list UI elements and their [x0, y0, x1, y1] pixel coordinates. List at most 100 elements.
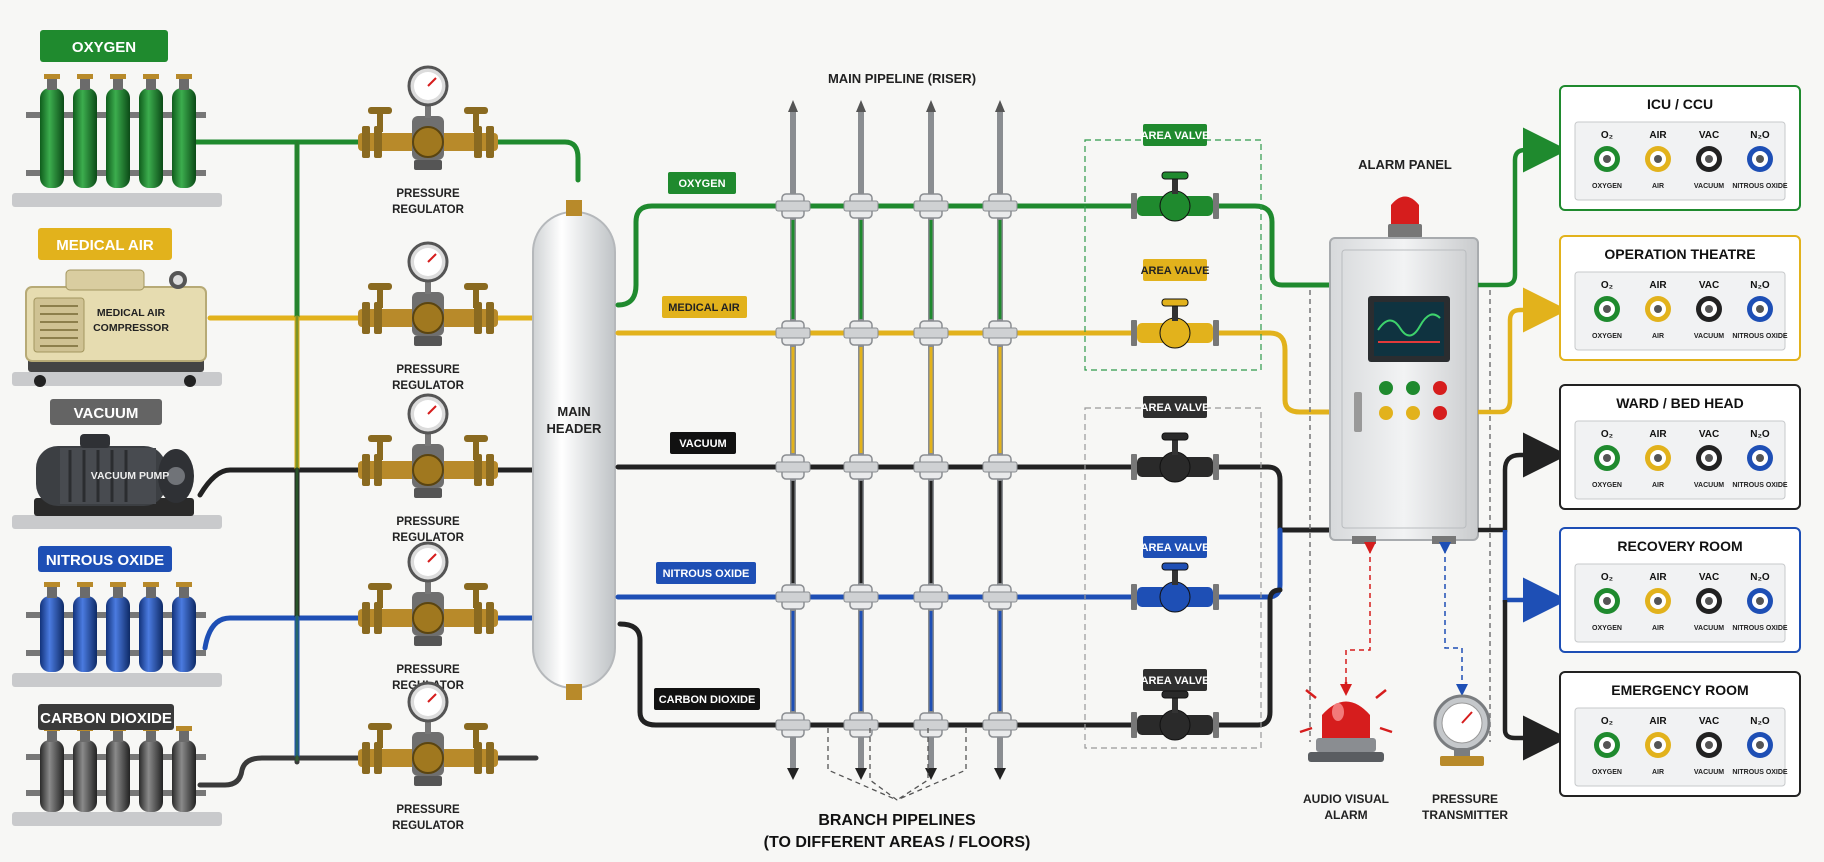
riser-coupling [982, 719, 1018, 731]
oxygen-cylinder-bank [12, 74, 222, 207]
gas-cylinder [73, 596, 97, 672]
gas-cylinder [40, 88, 64, 188]
clinical-area-box: EMERGENCY ROOMO₂OXYGENAIRAIRVACVACUUMN₂O… [1559, 671, 1801, 797]
riser-bottom-arrow-icon [787, 768, 799, 780]
gauge-needle [427, 553, 437, 563]
outlet-header: AIR [1649, 130, 1667, 141]
regulator-flange [474, 126, 482, 158]
valve-handle [464, 435, 488, 442]
area-valve: AREA VALVE [1131, 536, 1219, 613]
valve-stem [377, 112, 383, 132]
riser-coupling [843, 591, 879, 603]
cylinder-cap [77, 582, 93, 587]
clinical-areas: ICU / CCUO₂OXYGENAIRAIRVACVACUUMN₂ONITRO… [1559, 85, 1801, 797]
cylinder-valve [113, 730, 123, 742]
pressure-transmitter-label-line1: PRESSURE [1432, 792, 1498, 806]
cylinder-valve [146, 78, 156, 90]
cylinder-cap [143, 582, 159, 587]
gas-cylinder [106, 740, 130, 812]
gas-outlet-port [1756, 597, 1764, 605]
regulator-flange [362, 302, 370, 334]
outlet-header: O₂ [1601, 716, 1613, 727]
gas-outlet-port [1654, 454, 1662, 462]
outlet-header: O₂ [1601, 280, 1613, 291]
audio-visual-alarm-label-line2: ALARM [1324, 808, 1367, 822]
area-valve-handle [1161, 298, 1189, 307]
gas-cylinder [172, 740, 196, 812]
outlet-label: AIR [1652, 183, 1664, 190]
regulator-flange [374, 302, 382, 334]
source-label-medical-air: MEDICAL AIR [56, 237, 154, 254]
source-tag-carbon-dioxide [38, 704, 174, 730]
cylinder-cap [143, 74, 159, 79]
cylinder-valve [47, 730, 57, 742]
outlet-header: N₂O [1750, 716, 1770, 727]
vacuum-pump-label: VACUUM PUMP [91, 470, 170, 482]
branch-title-line1: BRANCH PIPELINES [818, 812, 976, 829]
cylinder-cap [110, 582, 126, 587]
vacuum-supply-pipe [197, 467, 539, 498]
regulator-flange [486, 602, 494, 634]
cylinder-cap [44, 74, 60, 79]
regulator-flange [374, 602, 382, 634]
cylinder-valve [47, 586, 57, 598]
cylinder-cap [176, 74, 192, 79]
alarm-panel-title: ALARM PANEL [1358, 157, 1452, 172]
area-feed-pipes [1478, 127, 1568, 761]
riser-coupling [775, 461, 811, 473]
gas-cylinder [139, 740, 163, 812]
area-valve-flange [1213, 193, 1219, 219]
valve-handle [464, 583, 488, 590]
area-valve-tag [1143, 396, 1207, 418]
regulator-flange [486, 302, 494, 334]
regulator-label-line1: PRESSURE [396, 364, 460, 376]
gauge-stem [425, 426, 431, 446]
outlet-panel [1574, 707, 1786, 787]
valve-handle [368, 723, 392, 730]
gas-outlet-port [1603, 454, 1611, 462]
area-valve-handle [1161, 690, 1189, 699]
audio-visual-alarm: AUDIO VISUAL ALARM [1299, 682, 1393, 822]
riser-coupling [843, 327, 879, 339]
area-valve: AREA VALVE [1131, 124, 1219, 222]
outlet-header: N₂O [1750, 280, 1770, 291]
outlet-header: VAC [1699, 429, 1719, 440]
riser-coupling [982, 591, 1018, 603]
source-label-vacuum: VACUUM [74, 405, 139, 422]
outlet-label: NITROUS OXIDE [1732, 769, 1788, 776]
source-labels: OXYGEN MEDICAL AIR VACUUM NITROUS OXIDE … [38, 30, 174, 730]
area-name: WARD / BED HEAD [1616, 395, 1744, 411]
cylinder-valve [80, 78, 90, 90]
cylinder-valve [179, 730, 189, 742]
source-tag-oxygen [40, 30, 168, 62]
riser-coupling [913, 591, 949, 603]
gas-tag-vacuum: VACUUM [679, 438, 726, 450]
area-valve-flange [1131, 584, 1137, 610]
gas-outlet-port [1705, 454, 1713, 462]
regulator-knob [412, 742, 444, 774]
outlet-header: N₂O [1750, 572, 1770, 583]
riser-column [982, 100, 1018, 780]
gas-cylinder [106, 596, 130, 672]
gauge-stem [425, 714, 431, 734]
cylinder-valve [80, 586, 90, 598]
gas-cylinder [40, 596, 64, 672]
area-valve-label: AREA VALVE [1141, 542, 1210, 554]
area-valve-handle [1161, 171, 1189, 180]
gas-outlet-port [1756, 155, 1764, 163]
valve-handle [368, 107, 392, 114]
gas-outlet-port [1705, 597, 1713, 605]
riser-coupling [775, 327, 811, 339]
riser-coupling [913, 327, 949, 339]
source-label-nitrous-oxide: NITROUS OXIDE [46, 552, 164, 569]
riser-coupling [982, 327, 1018, 339]
co2-cylinder-bank [12, 726, 222, 826]
gas-outlet-port [1603, 155, 1611, 163]
area-valve-flange [1131, 320, 1137, 346]
regulator-label-line1: PRESSURE [396, 664, 460, 676]
regulator-label-line1: PRESSURE [396, 516, 460, 528]
outlet-label: OXYGEN [1592, 769, 1622, 776]
gauge-stem [425, 98, 431, 118]
outlet-label: VACUUM [1694, 625, 1724, 632]
